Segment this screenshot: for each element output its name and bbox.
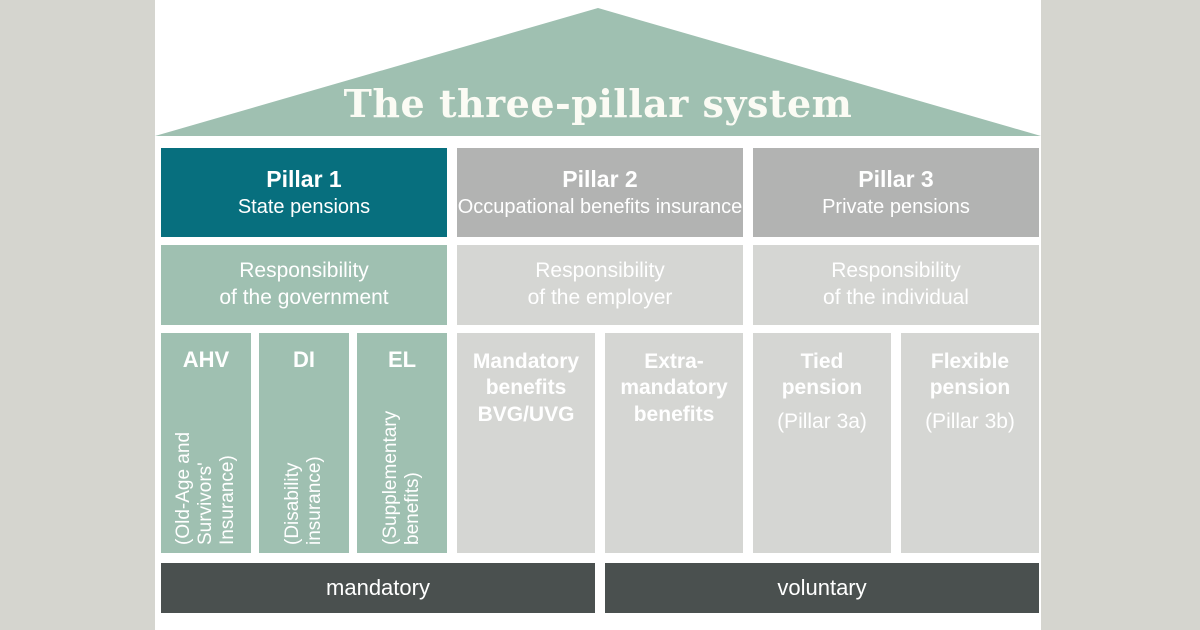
- pillar3a-column: Tied pension (Pillar 3a): [753, 333, 891, 553]
- di-column: DI (Disability insurance): [259, 333, 349, 553]
- ahv-abbr: AHV: [182, 347, 230, 372]
- el-vertical-wrap: (Supplementary benefits): [357, 385, 447, 545]
- pillar1-name: Pillar 1: [266, 166, 342, 192]
- mandatory-label: mandatory: [326, 575, 430, 600]
- el-abbr: EL: [387, 347, 417, 372]
- pillar3a-label: (Pillar 3a): [777, 409, 867, 433]
- pillar2-responsibility: Responsibility of the employer: [527, 259, 673, 309]
- ahv-full-name: (Old-Age and Survivors' Insurance): [173, 431, 238, 545]
- flexible-pension-label: Flexible pension: [929, 350, 1011, 400]
- pillar3-header: Pillar 3 Private pensions: [753, 148, 1039, 237]
- di-abbr: DI: [293, 347, 315, 372]
- ahv-vertical-wrap: (Old-Age and Survivors' Insurance): [161, 385, 251, 545]
- ahv-column: AHV (Old-Age and Survivors' Insurance): [161, 333, 251, 553]
- voluntary-bar: voluntary: [605, 563, 1039, 613]
- pillar1-responsibility: Responsibility of the government: [219, 259, 389, 309]
- pillar3-responsibility-box: Responsibility of the individual: [753, 245, 1039, 325]
- voluntary-label: voluntary: [777, 575, 867, 600]
- pillar1-subtitle: State pensions: [237, 196, 371, 218]
- mandatory-bar: mandatory: [161, 563, 595, 613]
- pillar2-header: Pillar 2 Occupational benefits insurance: [457, 148, 743, 237]
- pillar2-name: Pillar 2: [562, 166, 638, 192]
- bvg-mandatory-column: Mandatory benefits BVG/UVG: [457, 333, 595, 553]
- pillar3-responsibility: Responsibility of the individual: [823, 259, 969, 309]
- pillar2-responsibility-box: Responsibility of the employer: [457, 245, 743, 325]
- tied-pension-label: Tied pension: [781, 350, 863, 400]
- extra-mandatory-column: Extra- mandatory benefits: [605, 333, 743, 553]
- bvg-mandatory-label: Mandatory benefits BVG/UVG: [472, 350, 580, 426]
- pillar3-subtitle: Private pensions: [822, 196, 970, 218]
- el-full-name: (Supplementary benefits): [380, 410, 423, 545]
- pillar2-subtitle: Occupational benefits insurance: [457, 196, 743, 218]
- el-column: EL (Supplementary benefits): [357, 333, 447, 553]
- pillar3b-column: Flexible pension (Pillar 3b): [901, 333, 1039, 553]
- diagram-title: The three-pillar system: [343, 81, 853, 126]
- pillar3-name: Pillar 3: [858, 166, 934, 192]
- pillar1-responsibility-box: Responsibility of the government: [161, 245, 447, 325]
- extra-mandatory-label: Extra- mandatory benefits: [620, 350, 728, 426]
- pillar3b-label: (Pillar 3b): [925, 409, 1015, 433]
- di-full-name: (Disability insurance): [282, 456, 325, 545]
- di-vertical-wrap: (Disability insurance): [259, 385, 349, 545]
- pillar1-header: Pillar 1 State pensions: [161, 148, 447, 237]
